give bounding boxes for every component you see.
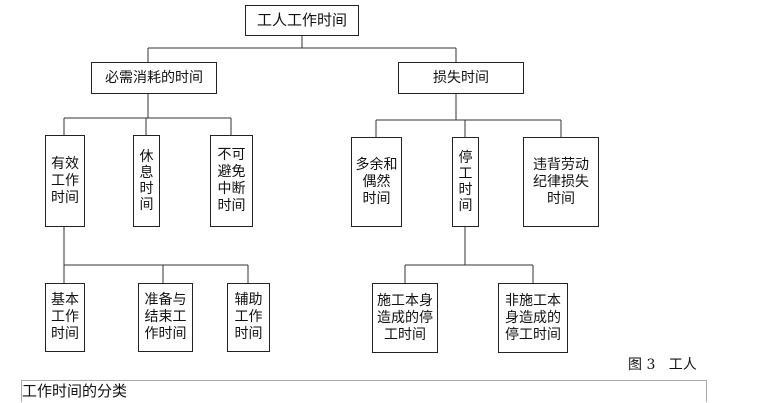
node-basic-work-time: 基本 工作 时间 xyxy=(45,283,85,352)
node-root: 工人工作时间 xyxy=(245,5,359,36)
node-stoppage-time: 停 工 时 间 xyxy=(452,137,479,227)
node-construction-caused-stoppage: 施工本身 造成的停 工时间 xyxy=(372,283,438,353)
node-auxiliary-work-time: 辅助 工作 时间 xyxy=(227,283,270,352)
node-effective-work-time: 有效 工作 时间 xyxy=(45,135,85,227)
figure-label: 图 3 工人 xyxy=(628,357,697,373)
node-loss-time: 损失时间 xyxy=(398,62,524,94)
node-unavoidable-interruption-time: 不可 避免 中断 时间 xyxy=(210,135,253,227)
node-labor-discipline-violation-time: 违背劳动 纪律损失 时间 xyxy=(523,137,599,227)
node-prep-and-finish-time: 准备与 结束工 作时间 xyxy=(138,283,193,352)
figure-caption: 工作时间的分类 xyxy=(21,380,707,402)
node-non-construction-caused-stoppage: 非施工本 身造成的 停工时间 xyxy=(498,283,568,353)
node-necessary-time: 必需消耗的时间 xyxy=(91,62,217,94)
node-excess-incidental-time: 多余和 偶然 时间 xyxy=(351,137,402,227)
node-rest-time: 休 息 时 间 xyxy=(133,135,160,227)
